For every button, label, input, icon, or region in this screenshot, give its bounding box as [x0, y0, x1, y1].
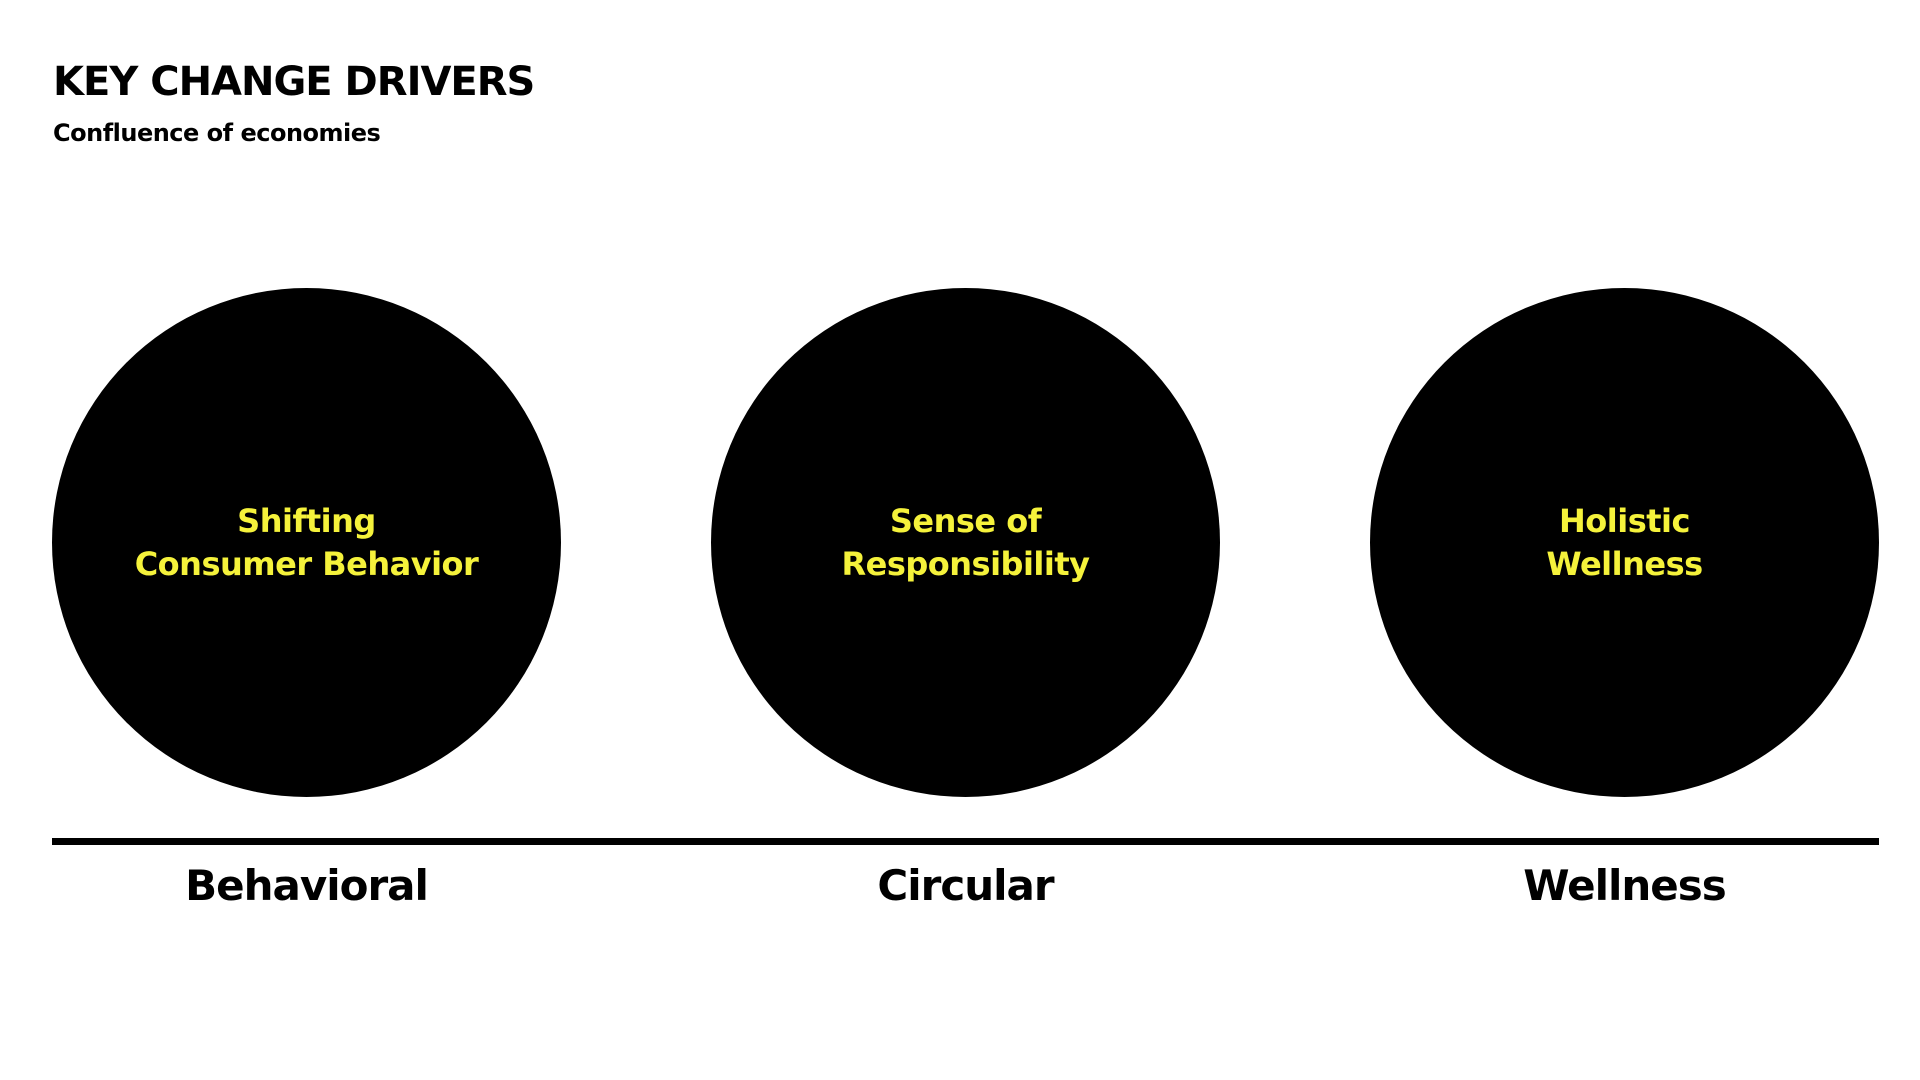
- economy-label-wellness: Wellness: [1523, 861, 1727, 910]
- driver-label-line2: Wellness: [1546, 544, 1703, 583]
- driver-label-line1: Holistic: [1559, 501, 1690, 540]
- driver-label-line1: Sense of: [889, 501, 1042, 540]
- page-subtitle: Confluence of economies: [53, 119, 381, 147]
- driver-circle-behavior: Shifting Consumer Behavior: [52, 288, 561, 797]
- economy-label-circular: Circular: [877, 861, 1054, 910]
- driver-label-line2: Consumer Behavior: [134, 544, 479, 583]
- driver-circle-wellness: Holistic Wellness: [1370, 288, 1879, 797]
- driver-label-line1: Shifting: [237, 501, 376, 540]
- page-title: KEY CHANGE DRIVERS: [53, 59, 535, 105]
- driver-circle-label: Holistic Wellness: [1546, 500, 1703, 586]
- driver-circle-label: Sense of Responsibility: [841, 500, 1090, 586]
- baseline-divider: [52, 838, 1879, 845]
- economy-label-behavioral: Behavioral: [185, 861, 429, 910]
- driver-circle-label: Shifting Consumer Behavior: [135, 500, 479, 586]
- driver-label-line2: Responsibility: [841, 544, 1090, 583]
- driver-circle-responsibility: Sense of Responsibility: [711, 288, 1220, 797]
